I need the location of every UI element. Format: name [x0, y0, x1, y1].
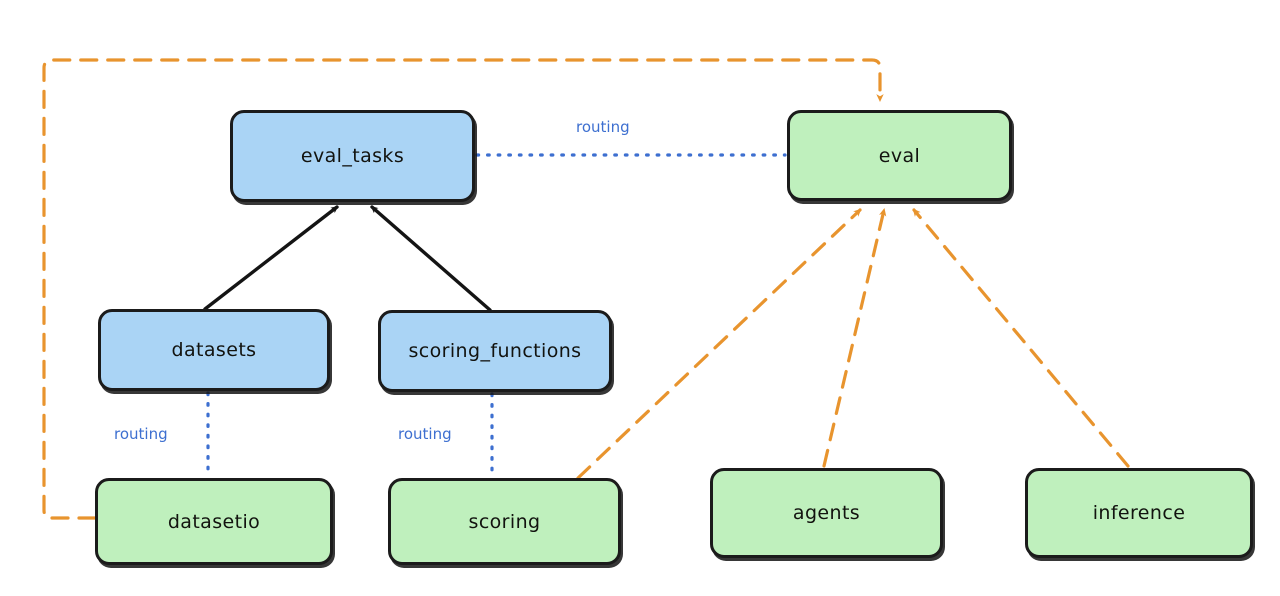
edge-datasets-to-eval_tasks [203, 205, 339, 311]
node-label: eval_tasks [300, 145, 405, 167]
node-label: eval [878, 144, 921, 167]
node-scoring_functions[interactable]: scoring_functions [378, 310, 612, 392]
node-scoring[interactable]: scoring [388, 478, 621, 565]
node-datasetio[interactable]: datasetio [95, 478, 333, 565]
node-label: scoring_functions [408, 340, 582, 362]
node-datasets[interactable]: datasets [98, 309, 330, 391]
edge-inference-to-eval [912, 208, 1130, 468]
node-label: datasetio [167, 510, 261, 533]
node-label: inference [1092, 502, 1186, 524]
node-agents[interactable]: agents [710, 468, 943, 558]
node-inference[interactable]: inference [1025, 468, 1253, 558]
node-eval[interactable]: eval [787, 110, 1012, 201]
node-label: datasets [171, 339, 257, 361]
edge-scoring-to-eval [576, 208, 862, 480]
edge-label-routing-scoring_functions-scoring: routing [398, 425, 452, 443]
edge-label-routing-eval_tasks-eval: routing [576, 118, 630, 136]
node-eval_tasks[interactable]: eval_tasks [230, 110, 475, 202]
edge-agents-to-eval [822, 208, 887, 468]
edge-datasetio-to-eval [42, 58, 884, 520]
edge-scoring_functions-to-eval_tasks [370, 205, 492, 312]
node-label: scoring [468, 510, 541, 533]
edge-label-routing-datasets-datasetio: routing [114, 425, 168, 443]
node-label: agents [792, 502, 861, 524]
